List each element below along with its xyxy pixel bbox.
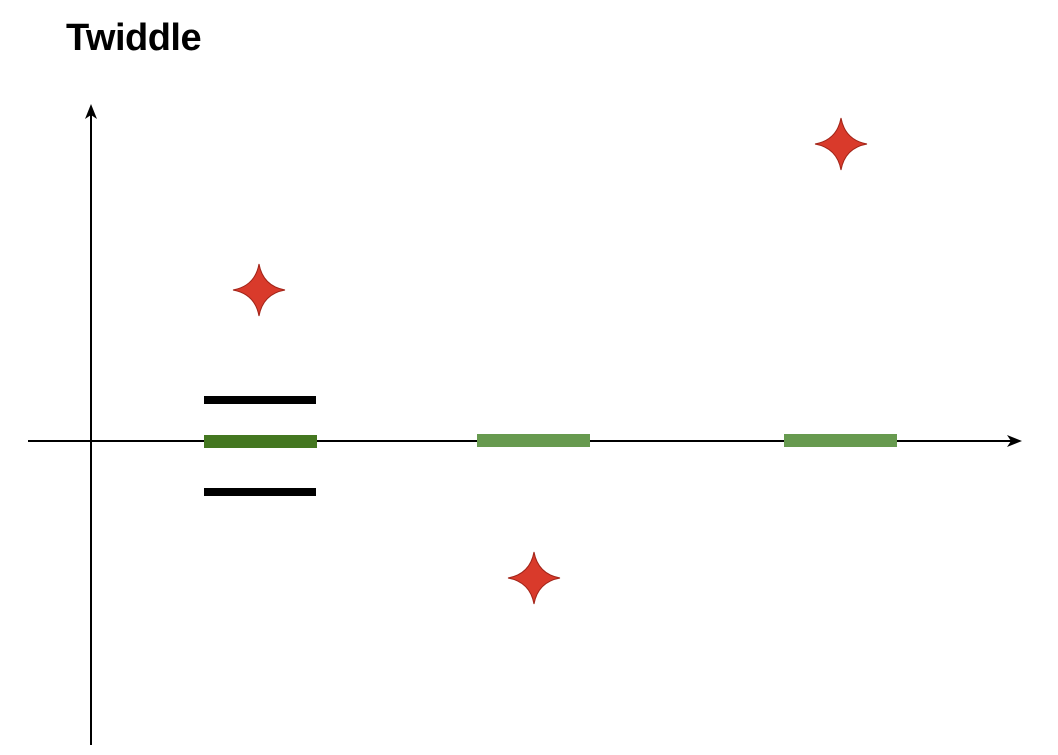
green-bar-2 xyxy=(477,434,590,447)
arrow-right-icon xyxy=(1007,435,1022,447)
four-point-star-icon xyxy=(814,117,868,171)
page-title: Twiddle xyxy=(66,17,202,59)
green-bar-1 xyxy=(204,435,317,448)
black-bar-upper xyxy=(204,396,316,404)
green-bar-3 xyxy=(784,434,897,447)
four-point-star-icon xyxy=(507,551,561,605)
arrow-up-icon xyxy=(85,104,97,119)
black-bar-lower xyxy=(204,488,316,496)
four-point-star-icon xyxy=(232,263,286,317)
